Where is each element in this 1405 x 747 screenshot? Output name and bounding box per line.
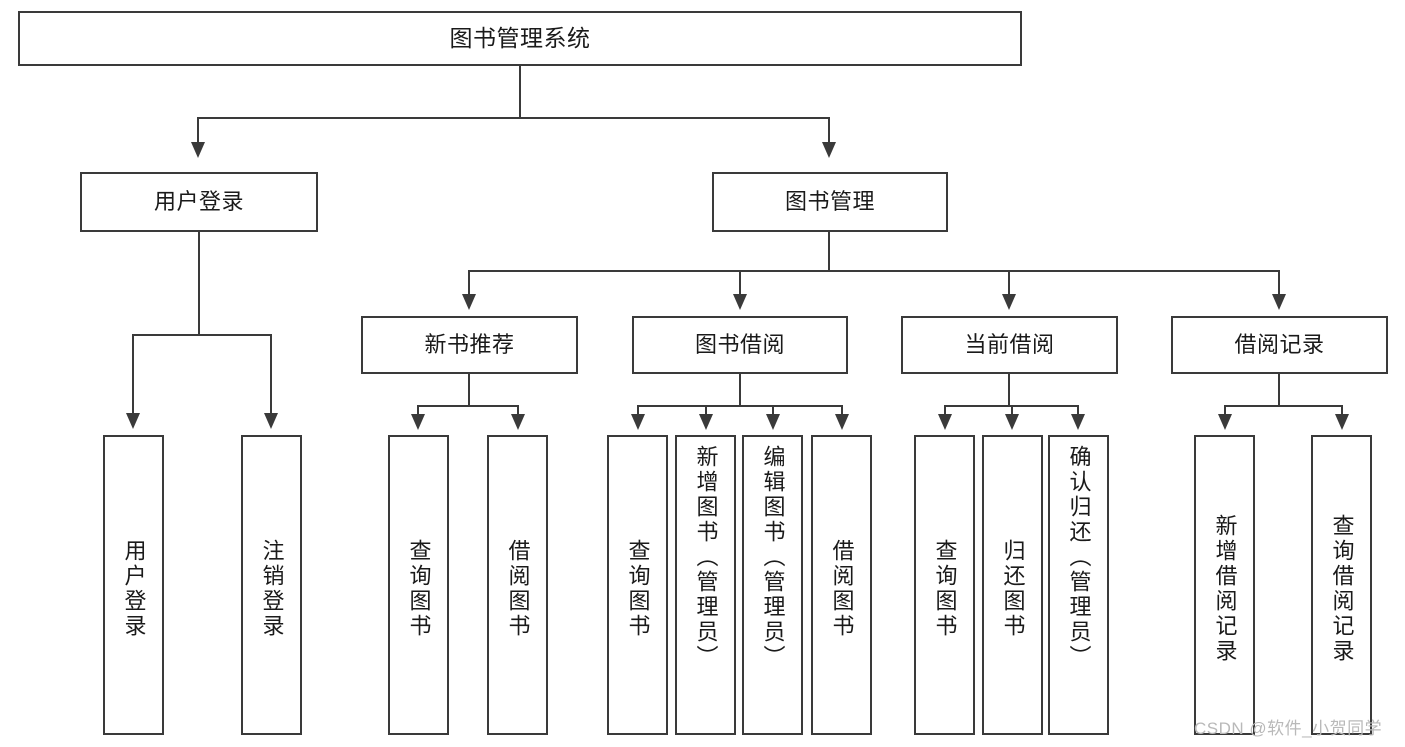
connector-book-mgmt-bar [468, 270, 1280, 272]
connector-new-book-leg-1 [417, 405, 419, 416]
leaf-logout[interactable]: 注销登录 [241, 435, 302, 735]
connector-borrow-record-stem [1278, 374, 1280, 406]
node-label: 借阅图书 [505, 539, 531, 639]
arrowhead-new-book-recommend [462, 294, 476, 310]
node-label: 查询借阅记录 [1329, 514, 1355, 664]
node-label: 用户登录 [121, 539, 147, 639]
connector-new-book-leg-2 [517, 405, 519, 416]
connector-current-borrow-leg-2 [1011, 405, 1013, 416]
connector-user-login-bar [132, 334, 272, 336]
node-label: 新书推荐 [424, 332, 515, 358]
connector-current-borrow-leg-1 [944, 405, 946, 416]
node-label: 图书管理 [784, 189, 875, 215]
node-book-management[interactable]: 图书管理 [712, 172, 948, 232]
node-new-book-recommend[interactable]: 新书推荐 [361, 316, 578, 374]
connector-user-login-leg-2 [270, 334, 272, 415]
leaf-return-book[interactable]: 归还图书 [982, 435, 1043, 735]
leaf-query-book-recommend[interactable]: 查询图书 [388, 435, 449, 735]
arrowhead-leaf-query-record [1335, 414, 1349, 430]
node-borrow-record[interactable]: 借阅记录 [1171, 316, 1388, 374]
node-label: 借阅记录 [1234, 332, 1325, 358]
arrowhead-leaf-query-book-2 [631, 414, 645, 430]
connector-current-borrow-stem [1008, 374, 1010, 406]
csdn-watermark: CSDN @软件_小贺同学 [1194, 719, 1383, 738]
arrowhead-book-borrow [733, 294, 747, 310]
arrowhead-user-login [191, 142, 205, 158]
connector-book-borrow-stem [739, 374, 741, 406]
connector-book-mgmt-leg-1 [468, 270, 470, 296]
connector-root-to-user-login [197, 117, 199, 144]
leaf-query-book-current[interactable]: 查询图书 [914, 435, 975, 735]
connector-new-book-bar [417, 405, 519, 407]
connector-book-mgmt-leg-4 [1278, 270, 1280, 296]
node-label: 查询图书 [932, 539, 958, 639]
node-user-login[interactable]: 用户登录 [80, 172, 318, 232]
arrowhead-borrow-record [1272, 294, 1286, 310]
connector-book-mgmt-stem [828, 232, 830, 271]
arrowhead-leaf-add-record [1218, 414, 1232, 430]
connector-book-borrow-leg-4 [841, 405, 843, 416]
connector-borrow-record-leg-2 [1341, 405, 1343, 416]
node-book-borrow[interactable]: 图书借阅 [632, 316, 848, 374]
node-label: 确认归还（管理员） [1066, 445, 1092, 670]
leaf-user-login[interactable]: 用户登录 [103, 435, 164, 735]
node-label: 注销登录 [259, 539, 285, 639]
connector-current-borrow-leg-3 [1077, 405, 1079, 416]
leaf-add-book-admin[interactable]: 新增图书（管理员） [675, 435, 736, 735]
node-label: 借阅图书 [829, 539, 855, 639]
leaf-query-book-borrow[interactable]: 查询图书 [607, 435, 668, 735]
node-label: 编辑图书（管理员） [760, 445, 786, 670]
leaf-query-borrow-record[interactable]: 查询借阅记录 [1311, 435, 1372, 735]
arrowhead-leaf-edit-book [766, 414, 780, 430]
node-current-borrow[interactable]: 当前借阅 [901, 316, 1118, 374]
arrowhead-leaf-logout [264, 413, 278, 429]
arrowhead-leaf-confirm-return [1071, 414, 1085, 430]
node-label: 用户登录 [153, 189, 244, 215]
node-label: 图书管理系统 [449, 24, 591, 51]
arrowhead-leaf-query-book-3 [938, 414, 952, 430]
arrowhead-book-mgmt [822, 142, 836, 158]
node-label: 归还图书 [1000, 539, 1026, 639]
node-label: 查询图书 [406, 539, 432, 639]
connector-book-borrow-leg-3 [772, 405, 774, 416]
node-label: 图书借阅 [694, 332, 785, 358]
leaf-borrow-book-recommend[interactable]: 借阅图书 [487, 435, 548, 735]
connector-book-borrow-leg-1 [637, 405, 639, 416]
node-label: 新增图书（管理员） [693, 445, 719, 670]
node-root-system[interactable]: 图书管理系统 [18, 11, 1022, 66]
arrowhead-leaf-add-book [699, 414, 713, 430]
leaf-edit-book-admin[interactable]: 编辑图书（管理员） [742, 435, 803, 735]
arrowhead-leaf-query-book-1 [411, 414, 425, 430]
connector-root-bar [197, 117, 830, 119]
connector-borrow-record-leg-1 [1224, 405, 1226, 416]
connector-user-login-leg-1 [132, 334, 134, 415]
node-label: 查询图书 [625, 539, 651, 639]
connector-book-borrow-bar [637, 405, 843, 407]
arrowhead-current-borrow [1002, 294, 1016, 310]
connector-book-mgmt-leg-3 [1008, 270, 1010, 296]
connector-new-book-stem [468, 374, 470, 406]
arrowhead-leaf-user-login [126, 413, 140, 429]
arrowhead-leaf-borrow-book-2 [835, 414, 849, 430]
connector-borrow-record-bar [1224, 405, 1343, 407]
node-label: 新增借阅记录 [1212, 514, 1238, 664]
node-label: 当前借阅 [964, 332, 1055, 358]
arrowhead-leaf-return-book [1005, 414, 1019, 430]
leaf-borrow-book[interactable]: 借阅图书 [811, 435, 872, 735]
leaf-confirm-return-admin[interactable]: 确认归还（管理员） [1048, 435, 1109, 735]
connector-book-borrow-leg-2 [705, 405, 707, 416]
connector-root-stem [519, 66, 521, 118]
leaf-add-borrow-record[interactable]: 新增借阅记录 [1194, 435, 1255, 735]
connector-book-mgmt-leg-2 [739, 270, 741, 296]
connector-root-to-book-mgmt [828, 117, 830, 144]
arrowhead-leaf-borrow-book-1 [511, 414, 525, 430]
connector-user-login-stem [198, 232, 200, 336]
